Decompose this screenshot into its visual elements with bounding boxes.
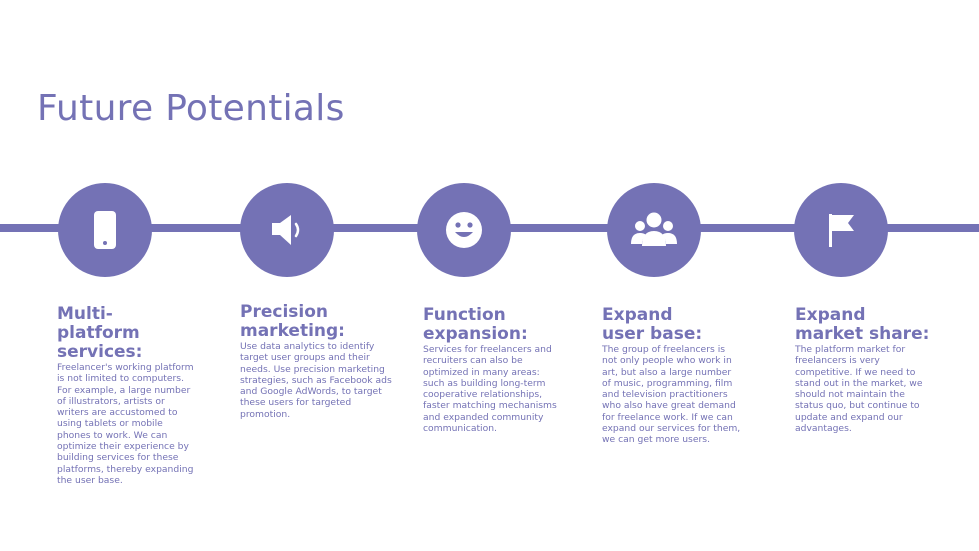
milestone-circle-1 bbox=[58, 183, 152, 277]
feature-description: The group of freelancers is not only peo… bbox=[602, 344, 741, 446]
milestone-circle-4 bbox=[607, 183, 701, 277]
milestone-circle-3 bbox=[417, 183, 511, 277]
feature-description: The platform market for freelancers is v… bbox=[795, 344, 923, 435]
feature-title: Precision marketing: bbox=[240, 302, 345, 341]
feature-title: Function expansion: bbox=[423, 305, 528, 344]
mobile-phone-icon bbox=[94, 211, 116, 249]
feature-column-3: Function expansion: Services for freelan… bbox=[423, 305, 561, 435]
speaker-icon bbox=[272, 215, 300, 245]
feature-description: Freelancer's working platform is not lim… bbox=[57, 362, 194, 486]
users-group-icon bbox=[631, 212, 677, 246]
slide-title: Future Potentials bbox=[37, 88, 345, 129]
feature-column-2: Precision marketing: Use data analytics … bbox=[240, 303, 400, 420]
feature-title: Expand user base: bbox=[602, 305, 703, 344]
feature-column-1: Multi-platform services: Freelancer's wo… bbox=[57, 305, 199, 486]
smiley-icon bbox=[446, 212, 482, 248]
feature-title: Multi-platform services: bbox=[57, 304, 143, 362]
feature-title: Expand market share: bbox=[795, 305, 930, 344]
feature-description: Services for freelancers and recruiters … bbox=[423, 344, 557, 435]
feature-column-5: Expand market share: The platform market… bbox=[795, 305, 935, 435]
milestone-circle-2 bbox=[240, 183, 334, 277]
feature-description: Use data analytics to identify target us… bbox=[240, 341, 392, 420]
milestone-circle-5 bbox=[794, 183, 888, 277]
feature-column-4: Expand user base: The group of freelance… bbox=[602, 306, 742, 446]
flag-icon bbox=[829, 214, 854, 247]
